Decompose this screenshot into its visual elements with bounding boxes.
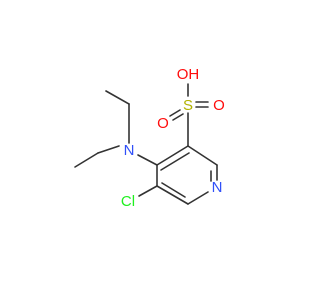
atom-oh: OH — [177, 66, 200, 83]
bond — [137, 154, 158, 166]
bond — [74, 152, 99, 168]
atom-labels: OH S O O N N Cl — [121, 66, 225, 210]
bond — [172, 113, 184, 121]
bond — [156, 185, 189, 205]
atom-oxygen-right: O — [213, 97, 225, 114]
bond — [160, 152, 190, 171]
atom-nitrogen-ring: N — [212, 179, 223, 196]
bonds — [74, 83, 218, 205]
bond — [187, 145, 218, 166]
atom-oxygen-bottom: O — [157, 115, 169, 132]
structure-canvas: OH S O O N N Cl — [74, 66, 225, 210]
bond — [97, 145, 120, 154]
atom-chlorine: Cl — [121, 193, 135, 210]
atom-sulfur: S — [183, 97, 193, 114]
bond — [161, 182, 186, 198]
molecule-diagram: OH S O O N N Cl — [74, 66, 225, 210]
bond — [138, 185, 158, 197]
bond — [187, 191, 209, 205]
bond — [156, 145, 189, 166]
bond — [105, 90, 130, 105]
atom-nitrogen-amine: N — [124, 142, 135, 159]
bond — [169, 109, 181, 117]
